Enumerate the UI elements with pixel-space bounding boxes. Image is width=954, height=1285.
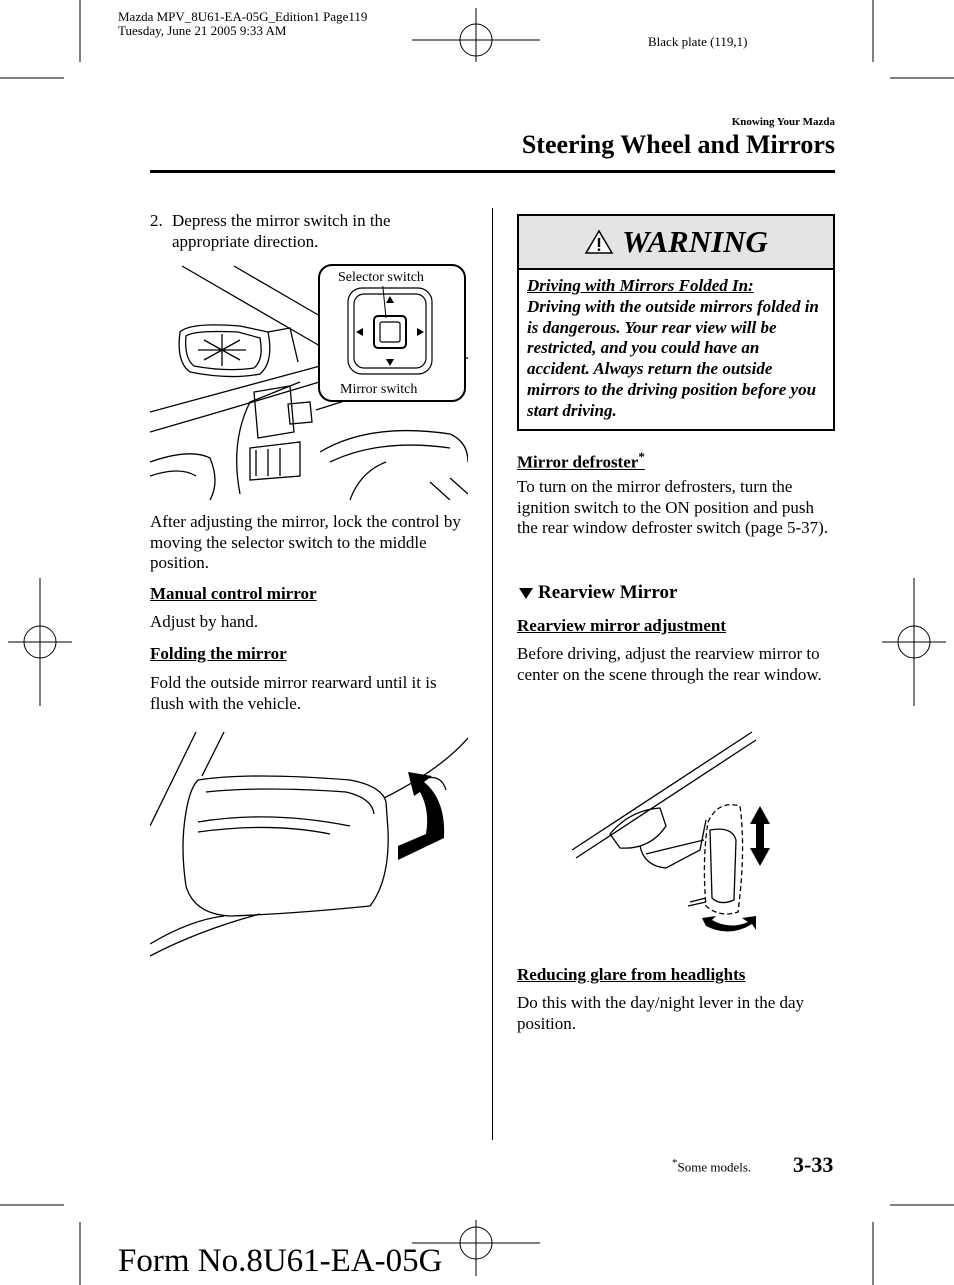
form-number: Form No.8U61-EA-05G bbox=[118, 1243, 443, 1279]
reducing-glare-text: Do this with the day/night lever in the … bbox=[517, 993, 805, 1033]
footnote-mark: * bbox=[672, 1157, 678, 1169]
folding-mirror-illustration bbox=[150, 730, 468, 960]
rearview-adjust-heading: Rearview mirror adjustment bbox=[517, 616, 726, 635]
switch-callout: Selector switch Mirror switch bbox=[318, 264, 466, 402]
rearview-mirror-heading: Rearview Mirror bbox=[517, 582, 677, 604]
some-models-mark: * bbox=[638, 449, 645, 464]
mirror-defroster-heading: Mirror defroster* bbox=[517, 449, 645, 473]
mirror-defroster-text: To turn on the mirror defrosters, turn t… bbox=[517, 477, 829, 537]
some-models-note: *Some models. bbox=[672, 1157, 751, 1175]
mirror-switch-figure: Selector switch Mirror switch bbox=[150, 262, 468, 500]
print-meta: Mazda MPV_8U61-EA-05G_Edition1 Page119 T… bbox=[118, 10, 367, 38]
footnote-text: Some models. bbox=[677, 1159, 752, 1175]
after-adjust-text: After adjusting the mirror, lock the con… bbox=[150, 512, 461, 572]
warning-lead: Driving with Mirrors Folded In: bbox=[527, 276, 754, 295]
folding-heading: Folding the mirror bbox=[150, 644, 287, 663]
selector-switch-label: Selector switch bbox=[338, 270, 424, 286]
folding-text: Fold the outside mirror rearward until i… bbox=[150, 673, 437, 713]
step-text-line2: appropriate direction. bbox=[172, 231, 319, 251]
mirror-switch-label: Mirror switch bbox=[340, 382, 418, 397]
warning-body: Driving with Mirrors Folded In: Driving … bbox=[519, 270, 833, 428]
warning-text: Driving with the outside mirrors folded … bbox=[527, 296, 819, 420]
print-meta-line2: Tuesday, June 21 2005 9:33 AM bbox=[118, 23, 287, 38]
triangle-bullet-icon bbox=[519, 588, 533, 599]
rearview-mirror-title: Rearview Mirror bbox=[538, 582, 678, 603]
page-title: Steering Wheel and Mirrors bbox=[521, 130, 835, 159]
print-meta-line1: Mazda MPV_8U61-EA-05G_Edition1 Page119 bbox=[118, 9, 368, 24]
manual-control-heading: Manual control mirror bbox=[150, 584, 317, 603]
switch-pad-illustration bbox=[340, 286, 440, 376]
mirror-defroster-heading-text: Mirror defroster bbox=[517, 452, 639, 472]
warning-box: WARNING Driving with Mirrors Folded In: … bbox=[517, 214, 835, 431]
mirror-switch-illustration bbox=[150, 262, 468, 500]
reducing-glare-heading: Reducing glare from headlights bbox=[517, 965, 746, 984]
step-number: 2. bbox=[150, 211, 163, 230]
section-label: Knowing Your Mazda bbox=[731, 116, 835, 128]
warning-header: WARNING bbox=[519, 216, 833, 270]
page-number: 3-33 bbox=[793, 1152, 834, 1177]
rearview-mirror-illustration bbox=[570, 730, 770, 932]
step-text-line1: Depress the mirror switch in the bbox=[172, 211, 391, 230]
column-divider bbox=[492, 208, 493, 1140]
warning-triangle-icon bbox=[584, 229, 614, 255]
warning-title: WARNING bbox=[622, 224, 768, 259]
manual-control-text: Adjust by hand. bbox=[150, 612, 259, 631]
plate-info: Black plate (119,1) bbox=[648, 34, 748, 49]
step-2: 2. Depress the mirror switch in the appr… bbox=[150, 211, 470, 252]
header-rule bbox=[150, 170, 835, 173]
rearview-adjust-text: Before driving, adjust the rearview mirr… bbox=[517, 644, 822, 684]
